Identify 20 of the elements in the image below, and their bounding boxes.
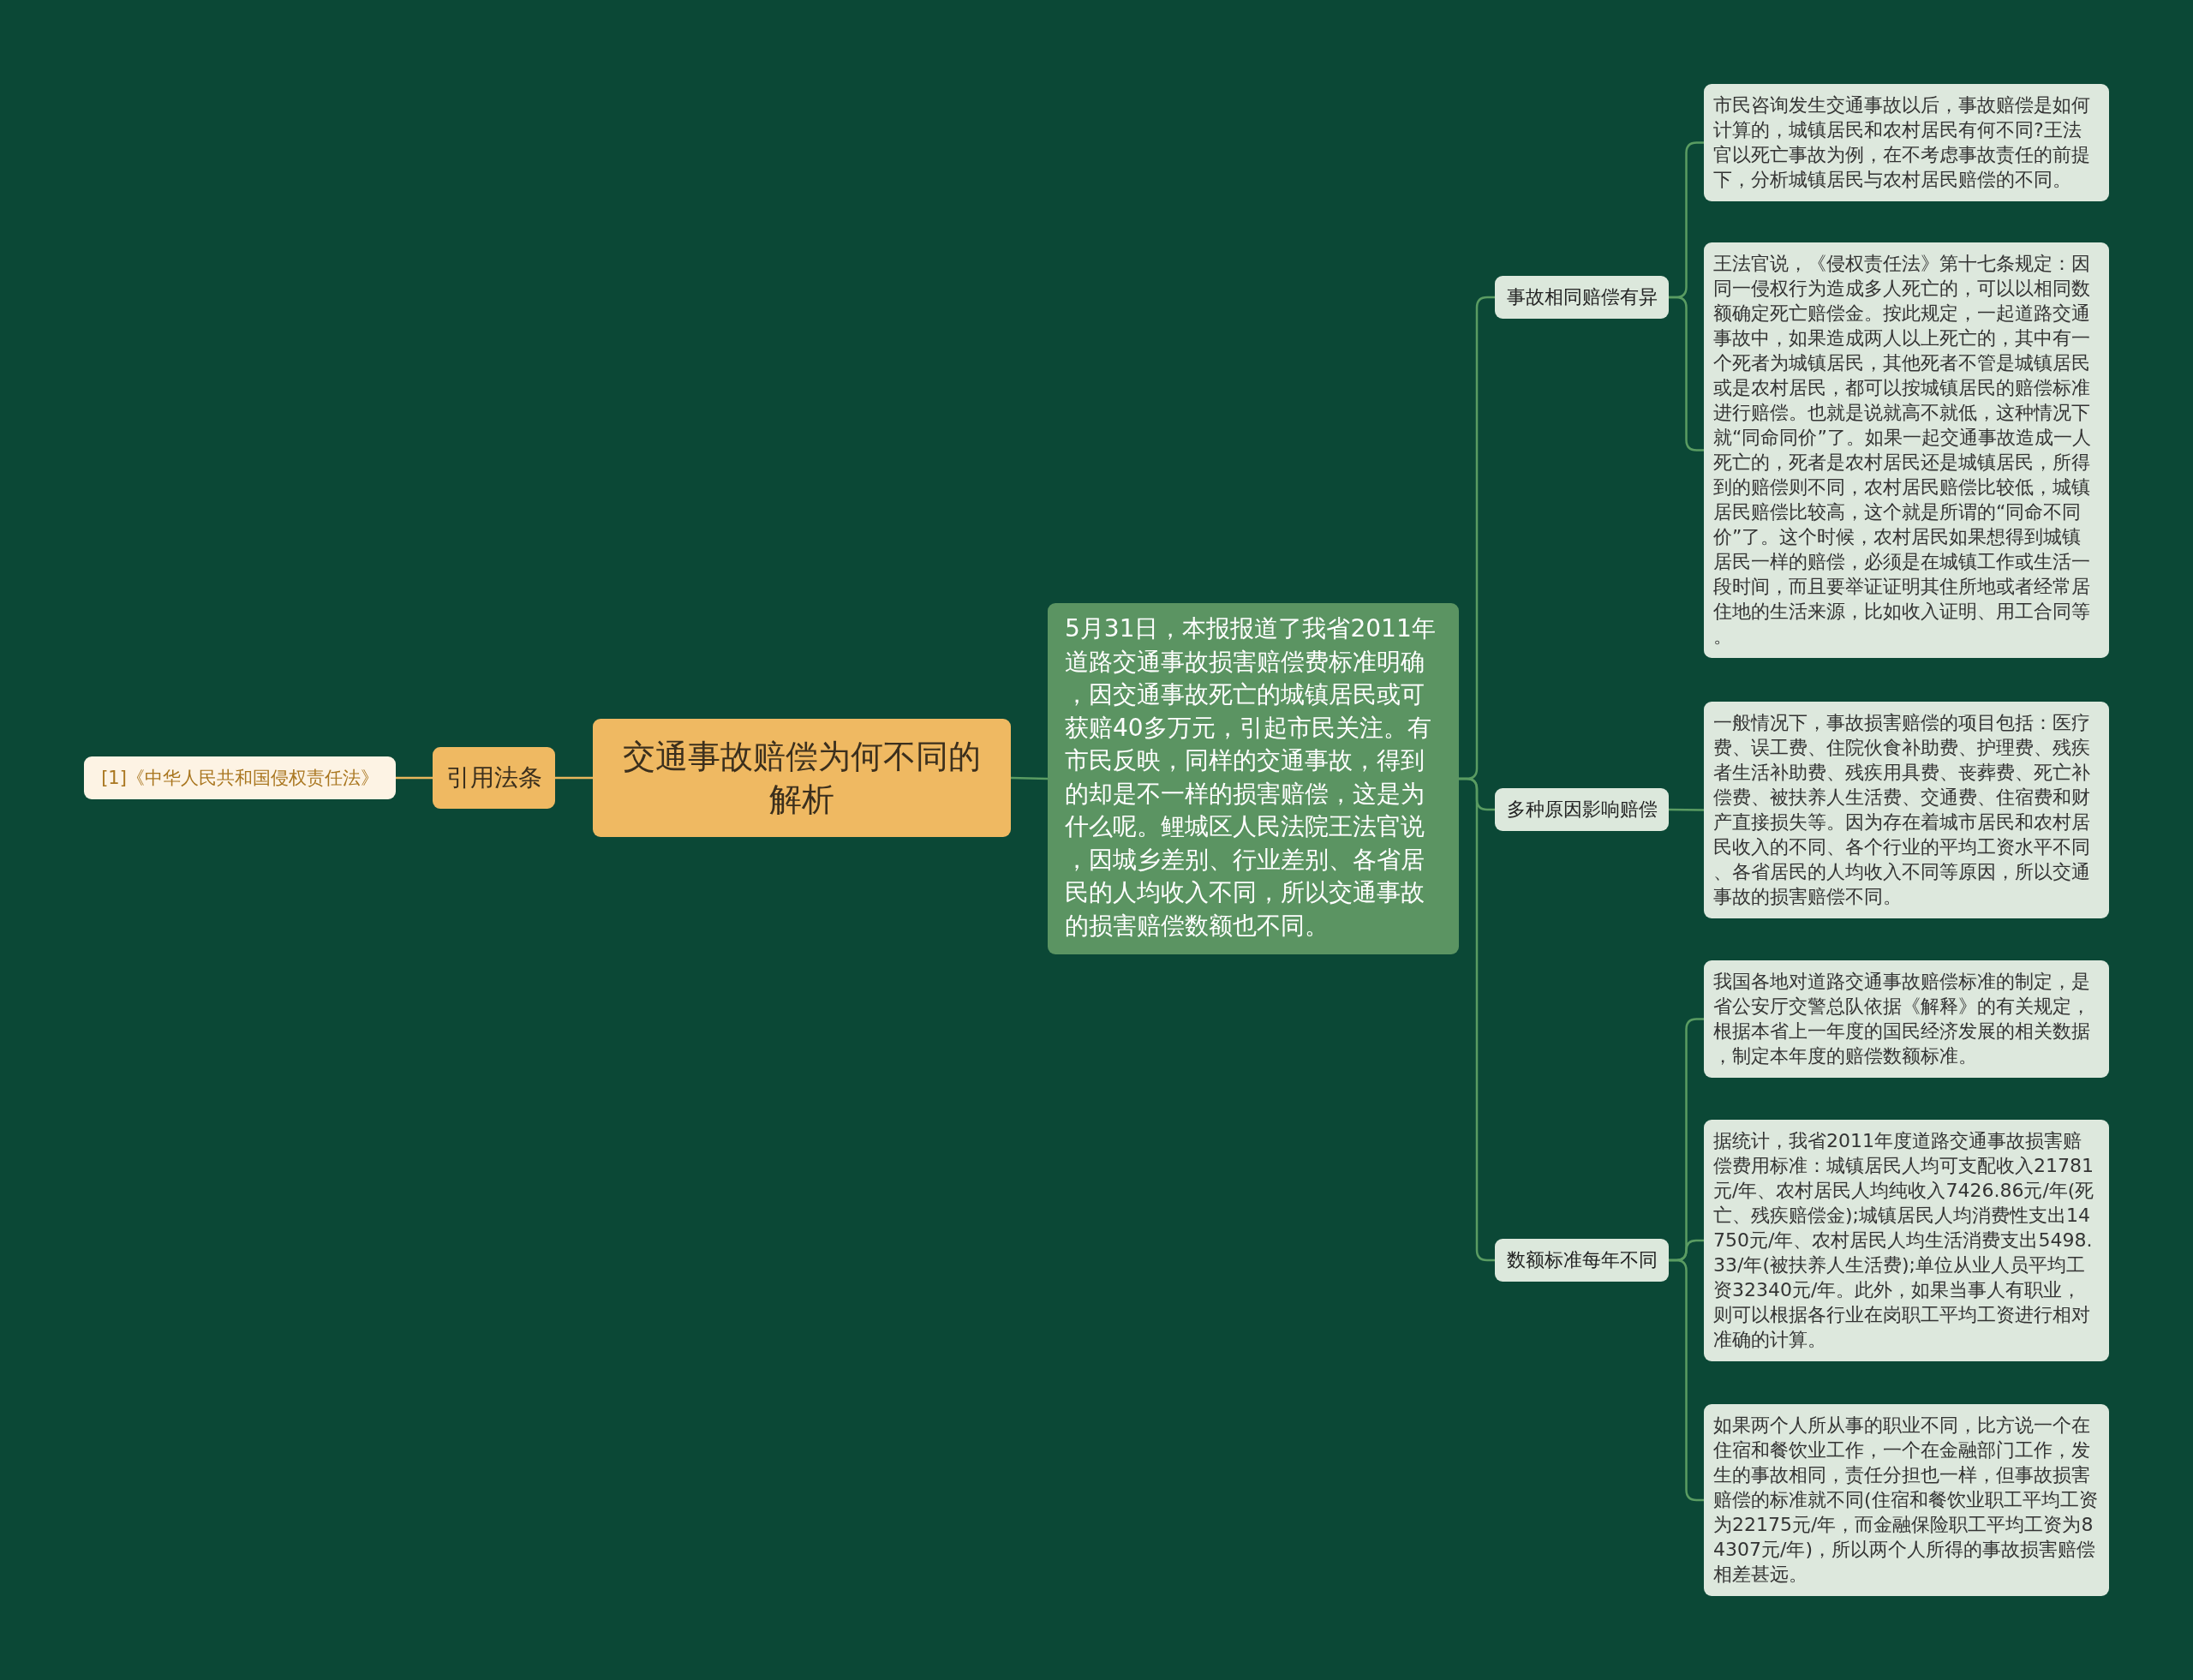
connector-line xyxy=(1669,296,1704,451)
connector-line xyxy=(1669,808,1704,811)
subtopic-box: 事故相同赔偿有异 xyxy=(1495,276,1669,319)
connector-line xyxy=(555,776,593,780)
connector-line xyxy=(1459,777,1495,1262)
branch-box: 引用法条 xyxy=(433,747,555,809)
connector-line xyxy=(396,776,433,780)
note-box: 一般情况下，事故损害赔偿的项目包括：医疗费、误工费、住院伙食补助费、护理费、残疾者生活补助费、残疾用具费、丧葬费、死亡补偿费、被扶养人生活费、交通费、住宿费和财产直接损失等。因为存在着城市居民和农村居民收入的不同、各个行业的平均工资水平不同、各省居民的人均收入不同等原因，所以交通事故的损害赔偿不同。 xyxy=(1704,702,2109,918)
citation-box: [1]《中华人民共和国侵权责任法》 xyxy=(84,756,396,799)
subtopic-box: 数额标准每年不同 xyxy=(1495,1239,1669,1282)
connector-line xyxy=(1669,1259,1704,1502)
central-topic-box: 交通事故赔偿为何不同的解析 xyxy=(593,719,1011,837)
summary-box: 5月31日，本报报道了我省2011年道路交通事故损害赔偿费标准明确，因交通事故死亡的城镇居民或可获赔40多万元，引起市民关注。有市民反映，同样的交通事故，得到的却是不一样的损害赔偿，这是为什么呢。鲤城区人民法院王法官说，因城乡差别、行业差别、各省居民的人均收入不同，所以交通事故的损害赔偿数额也不同。 xyxy=(1048,603,1459,954)
connector-line xyxy=(1010,776,1049,780)
note-box: 据统计，我省2011年度道路交通事故损害赔偿费用标准：城镇居民人均可支配收入21781元/年、农村居民人均纯收入7426.86元/年(死亡、残疾赔偿金);城镇居民人均消费性支出14750元/年、农村居民人均生活消费支出5498.33/年(被扶养人生活费);单位从业人员平均工资32340元/年。此外，如果当事人有职业，则可以根据各行业在岗职工平均工资进行相对准确的计算。 xyxy=(1704,1120,2109,1361)
subtopic-box: 多种原因影响赔偿 xyxy=(1495,788,1669,831)
note-box: 市民咨询发生交通事故以后，事故赔偿是如何计算的，城镇居民和农村居民有何不同?王法官以死亡事故为例，在不考虑事故责任的前提下，分析城镇居民与农村居民赔偿的不同。 xyxy=(1704,84,2109,201)
note-box: 如果两个人所从事的职业不同，比方说一个在住宿和餐饮业工作，一个在金融部门工作，发生的事故相同，责任分担也一样，但事故损害赔偿的标准就不同(住宿和餐饮业职工平均工资为22175元/年，而金融保险职工平均工资为84307元/年)，所以两个人所得的事故损害赔偿相差甚远。 xyxy=(1704,1404,2109,1596)
note-box: 我国各地对道路交通事故赔偿标准的制定，是省公安厅交警总队依据《解释》的有关规定，根据本省上一年度的国民经济发展的相关数据，制定本年度的赔偿数额标准。 xyxy=(1704,960,2109,1078)
note-box: 王法官说，《侵权责任法》第十七条规定：因同一侵权行为造成多人死亡的，可以以相同数额确定死亡赔偿金。按此规定，一起道路交通事故中，如果造成两人以上死亡的，其中有一个死者为城镇居民，其他死者不管是城镇居民或是农村居民，都可以按城镇居民的赔偿标准进行赔偿。也就是说就高不就低，这种情况下就“同命同价”了。如果一起交通事故造成一人死亡的，死者是农村居民还是城镇居民，所得到的赔偿则不同，农村居民赔偿比较低，城镇居民赔偿比较高，这个就是所谓的“同命不同价”了。这个时候，农村居民如果想得到城镇居民一样的赔偿，必须是在城镇工作或生活一段时间，而且要举证证明其住所地或者经常居住地的生活来源，比如收入证明、用工合同等。 xyxy=(1704,242,2109,658)
